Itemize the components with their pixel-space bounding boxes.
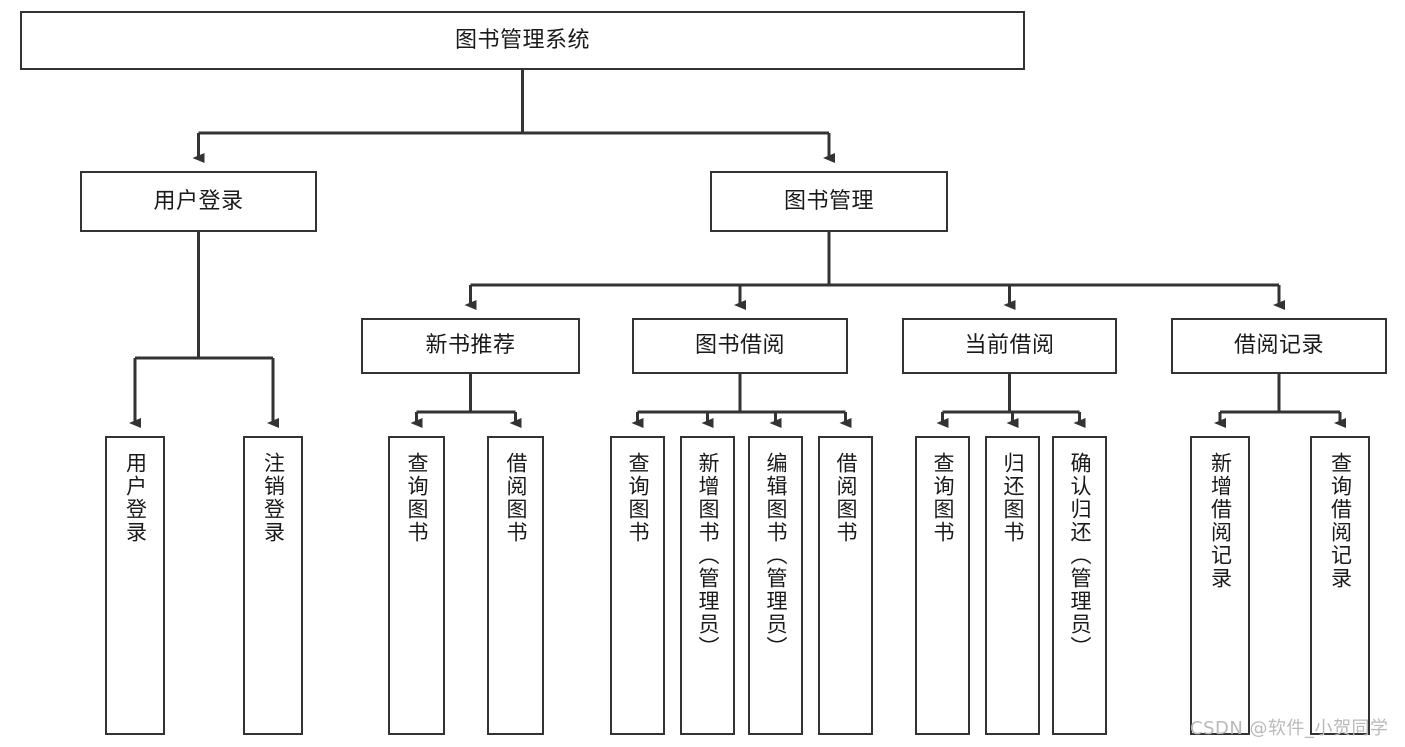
node-label-leaf-return-book: 归还图书 <box>1000 452 1025 544</box>
node-label-leaf-query-record: 查询借阅记录 <box>1328 452 1353 590</box>
node-leaf-query-book-3[interactable]: 查询图书 <box>915 436 970 735</box>
node-book-manage[interactable]: 图书管理 <box>710 171 948 232</box>
node-label-leaf-user-login: 用户登录 <box>123 452 148 544</box>
node-book-borrow[interactable]: 图书借阅 <box>632 318 848 374</box>
node-leaf-borrow-book-2[interactable]: 借阅图书 <box>818 436 873 735</box>
node-label-leaf-user-logout: 注销登录 <box>261 452 286 544</box>
watermark-text: CSDN @软件_小贺同学 <box>1190 718 1389 739</box>
node-root[interactable]: 图书管理系统 <box>20 11 1025 70</box>
node-leaf-add-record[interactable]: 新增借阅记录 <box>1190 436 1250 735</box>
node-label-leaf-borrow-book-2: 借阅图书 <box>833 452 858 544</box>
node-label-leaf-edit-book: 编辑图书（管理员） <box>763 452 788 659</box>
node-label-leaf-borrow-book-1: 借阅图书 <box>503 452 528 544</box>
node-leaf-user-logout[interactable]: 注销登录 <box>243 436 303 735</box>
node-label-book-manage: 图书管理 <box>783 188 874 214</box>
node-label-new-book-rec: 新书推荐 <box>425 333 516 359</box>
node-current-borrow[interactable]: 当前借阅 <box>902 318 1117 374</box>
node-label-leaf-add-book: 新增图书（管理员） <box>695 452 720 659</box>
node-borrow-record[interactable]: 借阅记录 <box>1171 318 1387 374</box>
node-label-root: 图书管理系统 <box>454 27 590 53</box>
node-leaf-query-record[interactable]: 查询借阅记录 <box>1310 436 1370 735</box>
node-label-leaf-confirm-return: 确认归还（管理员） <box>1067 452 1092 659</box>
node-leaf-borrow-book-1[interactable]: 借阅图书 <box>487 436 544 735</box>
node-new-book-rec[interactable]: 新书推荐 <box>361 318 580 374</box>
node-label-borrow-record: 借阅记录 <box>1233 333 1324 359</box>
node-leaf-query-book-2[interactable]: 查询图书 <box>610 436 665 735</box>
node-label-leaf-query-book-3: 查询图书 <box>930 452 955 544</box>
node-label-current-borrow: 当前借阅 <box>964 333 1055 359</box>
node-label-leaf-query-book-2: 查询图书 <box>625 452 650 544</box>
node-label-leaf-query-book-1: 查询图书 <box>404 452 429 544</box>
node-leaf-user-login[interactable]: 用户登录 <box>105 436 165 735</box>
node-leaf-return-book[interactable]: 归还图书 <box>985 436 1040 735</box>
node-label-leaf-add-record: 新增借阅记录 <box>1208 452 1233 590</box>
node-label-book-borrow: 图书借阅 <box>694 333 785 359</box>
node-leaf-edit-book[interactable]: 编辑图书（管理员） <box>748 436 803 735</box>
node-leaf-query-book-1[interactable]: 查询图书 <box>388 436 445 735</box>
node-user-login[interactable]: 用户登录 <box>80 171 317 232</box>
node-leaf-add-book[interactable]: 新增图书（管理员） <box>680 436 735 735</box>
node-label-user-login: 用户登录 <box>153 188 244 214</box>
node-leaf-confirm-return[interactable]: 确认归还（管理员） <box>1052 436 1107 735</box>
